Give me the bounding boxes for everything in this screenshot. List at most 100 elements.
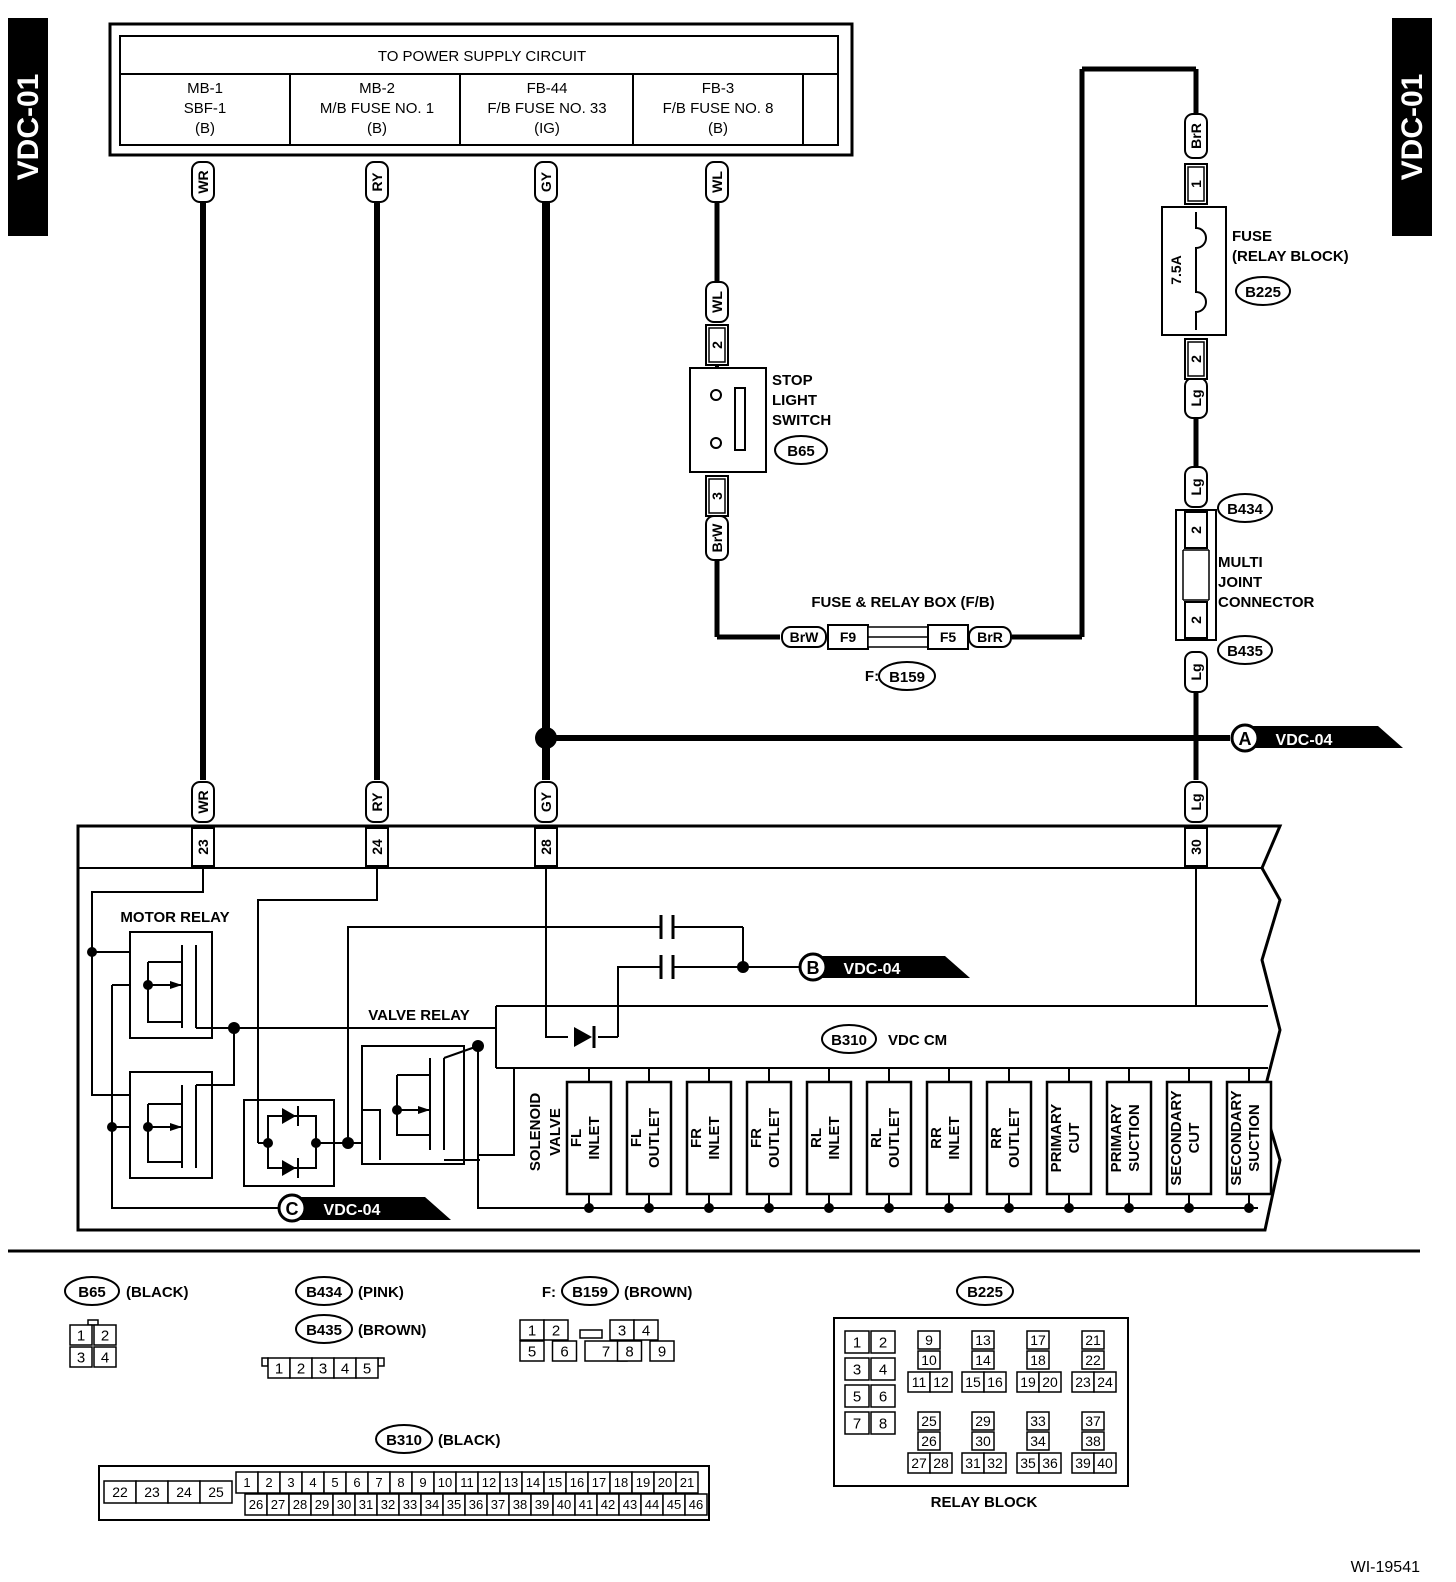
pin-number: 44 xyxy=(645,1497,659,1512)
pin-cell xyxy=(551,1340,578,1362)
fuse-line: MB-1 xyxy=(187,80,223,97)
pin-number: 19 xyxy=(1020,1374,1036,1390)
pin-number: 9 xyxy=(925,1332,933,1348)
side-tab-right: VDC-01 xyxy=(1392,18,1432,236)
pin-number: 9 xyxy=(419,1475,426,1490)
pin-number: 33 xyxy=(403,1497,417,1512)
pin-number: 27 xyxy=(911,1455,927,1471)
fuse-relay-box: FUSE & RELAY BOX (F/B) BrW F9 F5 BrR F: … xyxy=(781,594,1012,691)
pin-label: 2 xyxy=(1188,616,1204,624)
connector-id: B310 xyxy=(831,1032,867,1049)
pin-number: 28 xyxy=(933,1455,949,1471)
pin-number: 3 xyxy=(77,1349,85,1366)
ref-target: VDC-04 xyxy=(324,1202,381,1219)
connector-id: B434 xyxy=(306,1284,343,1301)
pin-cell xyxy=(93,1324,117,1346)
pin-number: 31 xyxy=(965,1455,981,1471)
wire-tag: BrW xyxy=(790,629,820,645)
wire-tag: WL xyxy=(709,291,725,313)
pin-number: 3 xyxy=(618,1322,626,1339)
ref-letter: B xyxy=(807,958,820,978)
connector-prefix: F: xyxy=(542,1284,556,1301)
pin-number: 4 xyxy=(101,1349,109,1366)
pin-number: 7 xyxy=(602,1343,610,1360)
pin-cell xyxy=(870,1330,896,1354)
fuse-line: M/B FUSE NO. 1 xyxy=(320,100,434,117)
pin-number: 39 xyxy=(1075,1455,1091,1471)
connector-id: B225 xyxy=(1245,284,1281,301)
pin-number: 12 xyxy=(933,1374,949,1390)
pin-number: 21 xyxy=(1085,1332,1101,1348)
pin-number: 14 xyxy=(526,1475,540,1490)
pin-label: F5 xyxy=(940,629,957,645)
pin-number: 24 xyxy=(176,1484,192,1500)
pin-cell xyxy=(844,1357,870,1381)
pin-number: 23 xyxy=(144,1484,160,1500)
pin-cell xyxy=(844,1411,870,1435)
pin-cell xyxy=(1081,1431,1105,1451)
pin-number: 4 xyxy=(642,1322,650,1339)
pin-label: 2 xyxy=(1188,355,1204,363)
pin-number: 29 xyxy=(975,1413,991,1429)
pin-number: 37 xyxy=(491,1497,505,1512)
pin-cell xyxy=(917,1350,941,1370)
fuse-line: (IG) xyxy=(534,120,560,137)
wire-tag: Lg xyxy=(1188,389,1204,406)
pin-number: 25 xyxy=(921,1413,937,1429)
pin-number: 3 xyxy=(319,1360,327,1377)
pin-number: 22 xyxy=(112,1484,128,1500)
valve-label: FR xyxy=(688,1128,705,1148)
pin-number: 35 xyxy=(447,1497,461,1512)
pin-number: 2 xyxy=(879,1334,887,1351)
pin-cell xyxy=(1093,1452,1117,1474)
pin-number: 36 xyxy=(469,1497,483,1512)
pin-number: 1 xyxy=(853,1334,861,1351)
pin-number: 17 xyxy=(592,1475,606,1490)
pin-cell xyxy=(971,1431,995,1451)
ref-letter: A xyxy=(1239,729,1252,749)
ref-flag-c: C VDC-04 xyxy=(277,1193,451,1223)
pin-number: 37 xyxy=(1085,1413,1101,1429)
pin-number: 31 xyxy=(359,1497,373,1512)
power-supply-box: TO POWER SUPPLY CIRCUIT MB-1 SBF-1 (B) M… xyxy=(108,22,854,157)
pin-number: 43 xyxy=(623,1497,637,1512)
valve-label: OUTLET xyxy=(886,1108,903,1168)
pin-number: 6 xyxy=(879,1388,887,1405)
pin-number: 29 xyxy=(315,1497,329,1512)
valve-label: FL xyxy=(628,1129,645,1147)
pin-number: 36 xyxy=(1042,1455,1058,1471)
pin-cell xyxy=(1026,1431,1050,1451)
pin-number: 15 xyxy=(548,1475,562,1490)
fuse-line: (B) xyxy=(708,120,728,137)
wire-tag: BrW xyxy=(709,523,725,553)
fuse-line: SBF-1 xyxy=(184,100,227,117)
pin-number: 34 xyxy=(1030,1433,1046,1449)
pin-number: 30 xyxy=(337,1497,351,1512)
valve-label: INLET xyxy=(706,1116,723,1159)
pin-number: 10 xyxy=(438,1475,452,1490)
pin-number: 4 xyxy=(341,1360,349,1377)
pin-number: 46 xyxy=(689,1497,703,1512)
fuse-line: F/B FUSE NO. 8 xyxy=(663,100,774,117)
wire-tag: WR xyxy=(195,170,211,193)
pin-number: 24 xyxy=(1097,1374,1113,1390)
pin-cell xyxy=(199,1480,233,1504)
pin-number: 20 xyxy=(1042,1374,1058,1390)
motor-relay-label: MOTOR RELAY xyxy=(120,909,229,926)
stop-switch-label: STOP xyxy=(772,372,813,389)
splice-dot xyxy=(535,727,557,749)
wire-tag: WR xyxy=(195,790,211,813)
pin-number: 3 xyxy=(287,1475,294,1490)
pin-cell xyxy=(844,1330,870,1354)
mj-label: CONNECTOR xyxy=(1218,594,1315,611)
pin-number: 33 xyxy=(1030,1413,1046,1429)
valve-label: RR xyxy=(988,1127,1005,1149)
fuse-rating: 7.5A xyxy=(1168,255,1184,285)
pin-number: 3 xyxy=(853,1361,861,1378)
